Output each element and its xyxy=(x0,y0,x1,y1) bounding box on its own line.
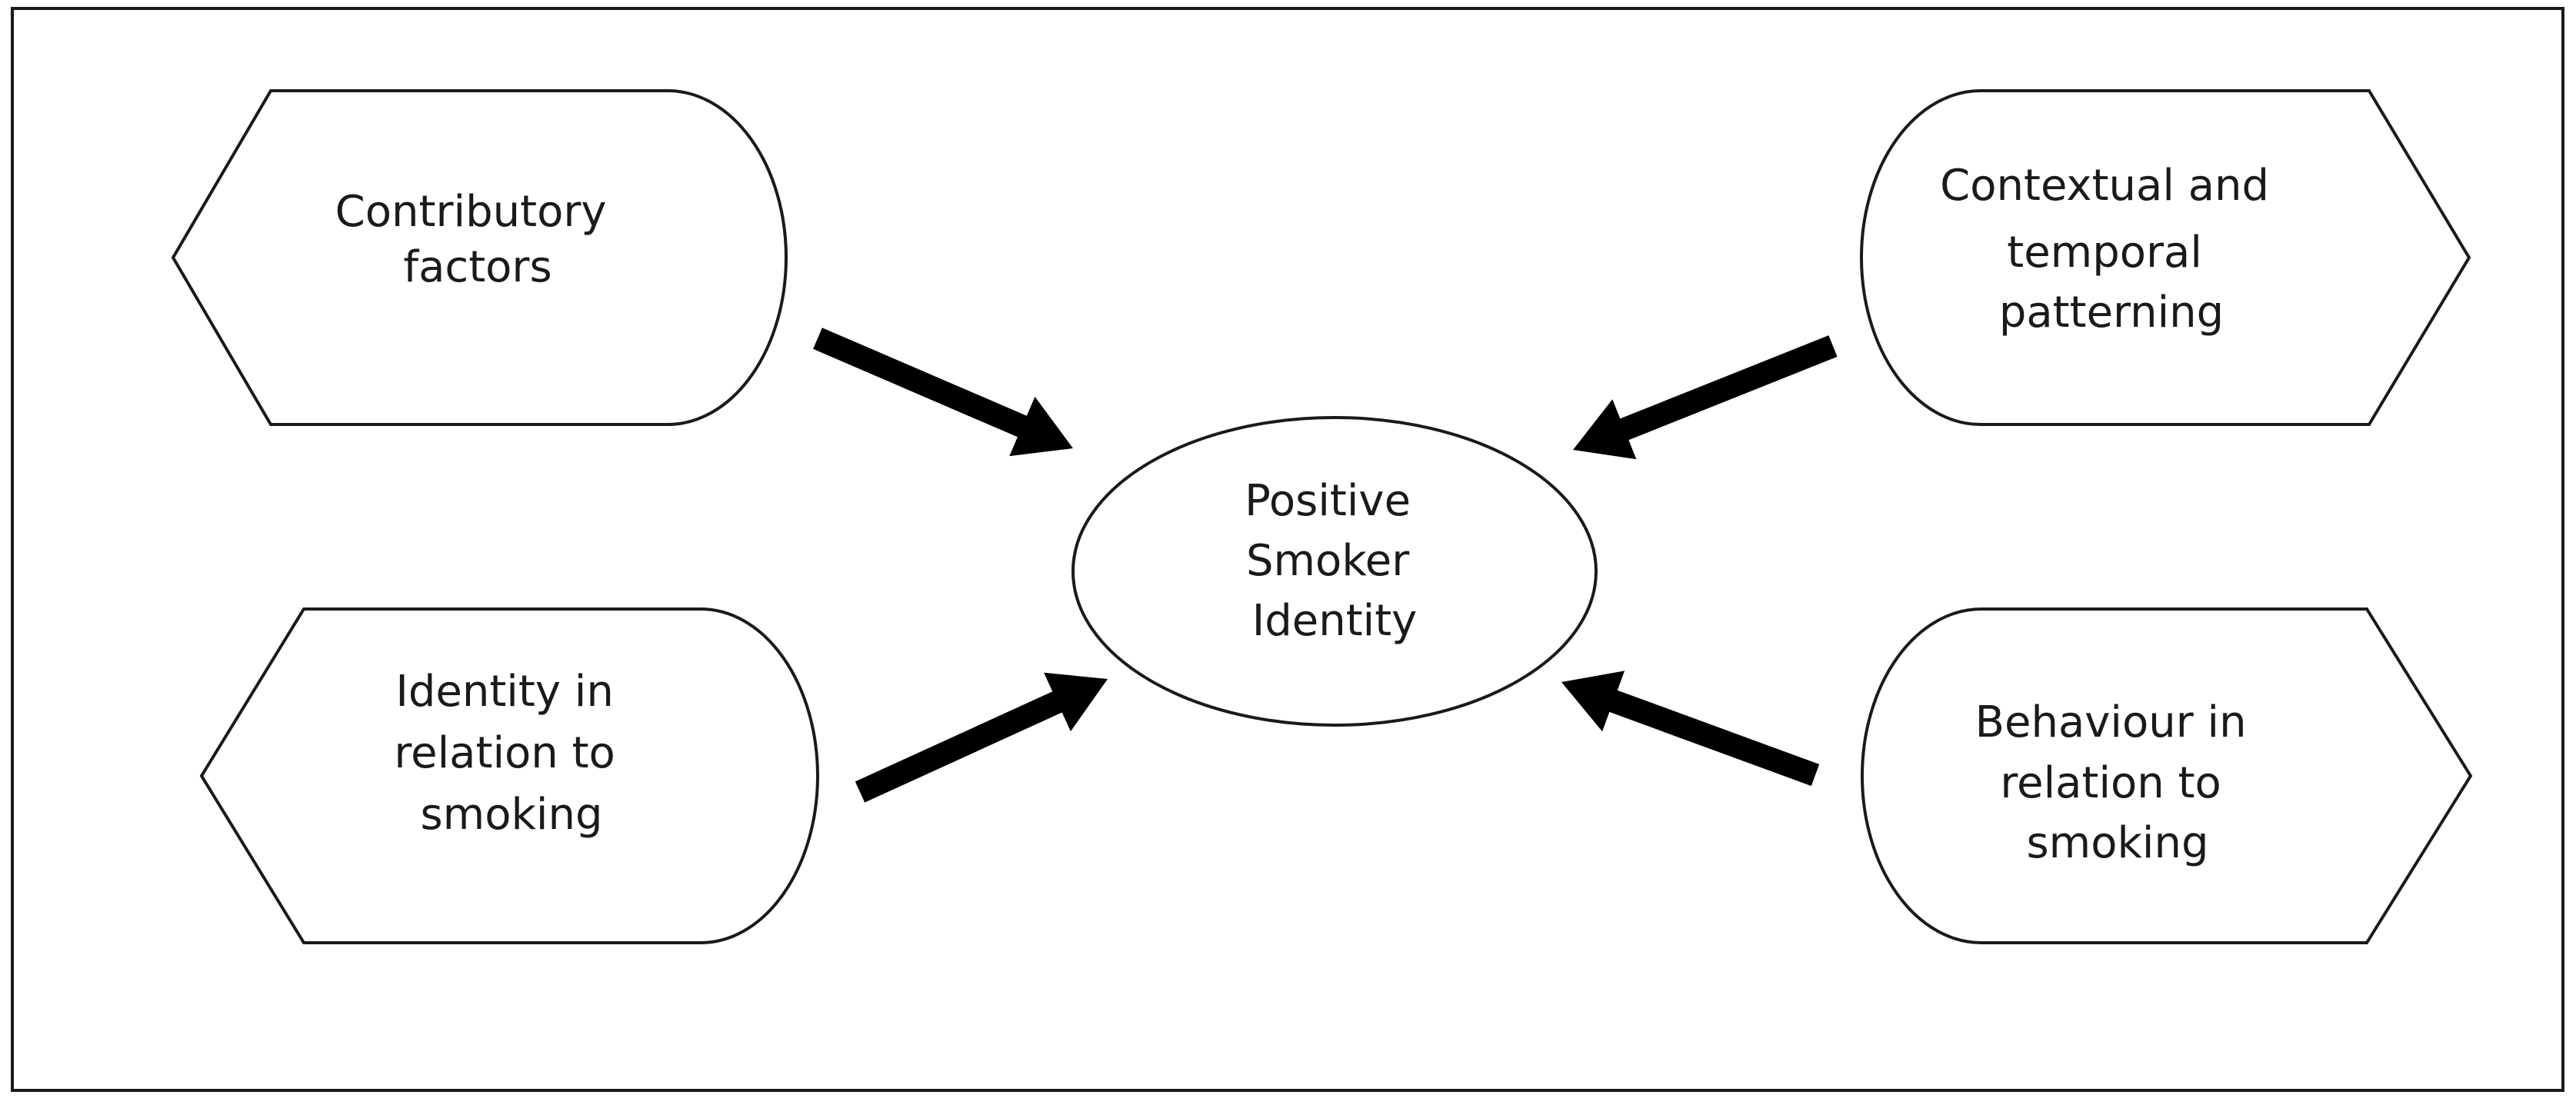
arrows-group xyxy=(813,328,1838,803)
node-label-line: smoking xyxy=(2026,818,2208,868)
node-behaviour-relation-label: Behaviour in relation to smoking xyxy=(1975,697,2261,868)
node-label-line: relation to xyxy=(2000,758,2221,808)
node-contributory-factors-shape xyxy=(171,89,788,426)
arrow-identity-to-center xyxy=(855,672,1108,803)
node-label-line: Identity in xyxy=(395,667,613,717)
center-label-line: Identity xyxy=(1252,596,1418,646)
center-ellipse xyxy=(1071,416,1598,727)
node-label-line: smoking xyxy=(420,790,602,840)
node-label-line: Behaviour in xyxy=(1975,697,2247,747)
node-contributory-factors-label: Contributory factors xyxy=(335,187,621,292)
node-label-line: factors xyxy=(403,242,552,292)
node-identity-relation: Identity in relation to smoking xyxy=(199,607,819,944)
node-label-line: temporal xyxy=(2007,228,2202,278)
node-contextual-temporal: Contextual and temporal patterning xyxy=(1860,89,2471,426)
node-label-line: patterning xyxy=(1999,288,2224,338)
arrow-behaviour-to-center xyxy=(1561,671,1820,787)
arrow-contextual-to-center xyxy=(1573,335,1838,460)
center-node-positive-smoker-identity: Positive Smoker Identity xyxy=(1071,416,1598,727)
node-contextual-temporal-shape xyxy=(1860,89,2471,426)
node-label-line: Contributory xyxy=(335,187,607,237)
node-label-line: relation to xyxy=(394,728,615,778)
outer-frame xyxy=(11,7,2564,1092)
center-label-line: Positive xyxy=(1245,476,1411,526)
node-identity-relation-shape xyxy=(199,607,819,944)
node-contributory-factors: Contributory factors xyxy=(171,89,788,426)
node-contextual-temporal-label: Contextual and temporal patterning xyxy=(1940,161,2283,338)
node-behaviour-relation: Behaviour in relation to smoking xyxy=(1861,607,2473,944)
center-label: Positive Smoker Identity xyxy=(1245,476,1425,646)
node-behaviour-relation-shape xyxy=(1861,607,2473,944)
node-identity-relation-label: Identity in relation to smoking xyxy=(394,667,628,840)
center-label-line: Smoker xyxy=(1246,536,1410,586)
node-label-line: Contextual and xyxy=(1940,161,2269,211)
arrow-contributory-to-center xyxy=(813,328,1073,457)
